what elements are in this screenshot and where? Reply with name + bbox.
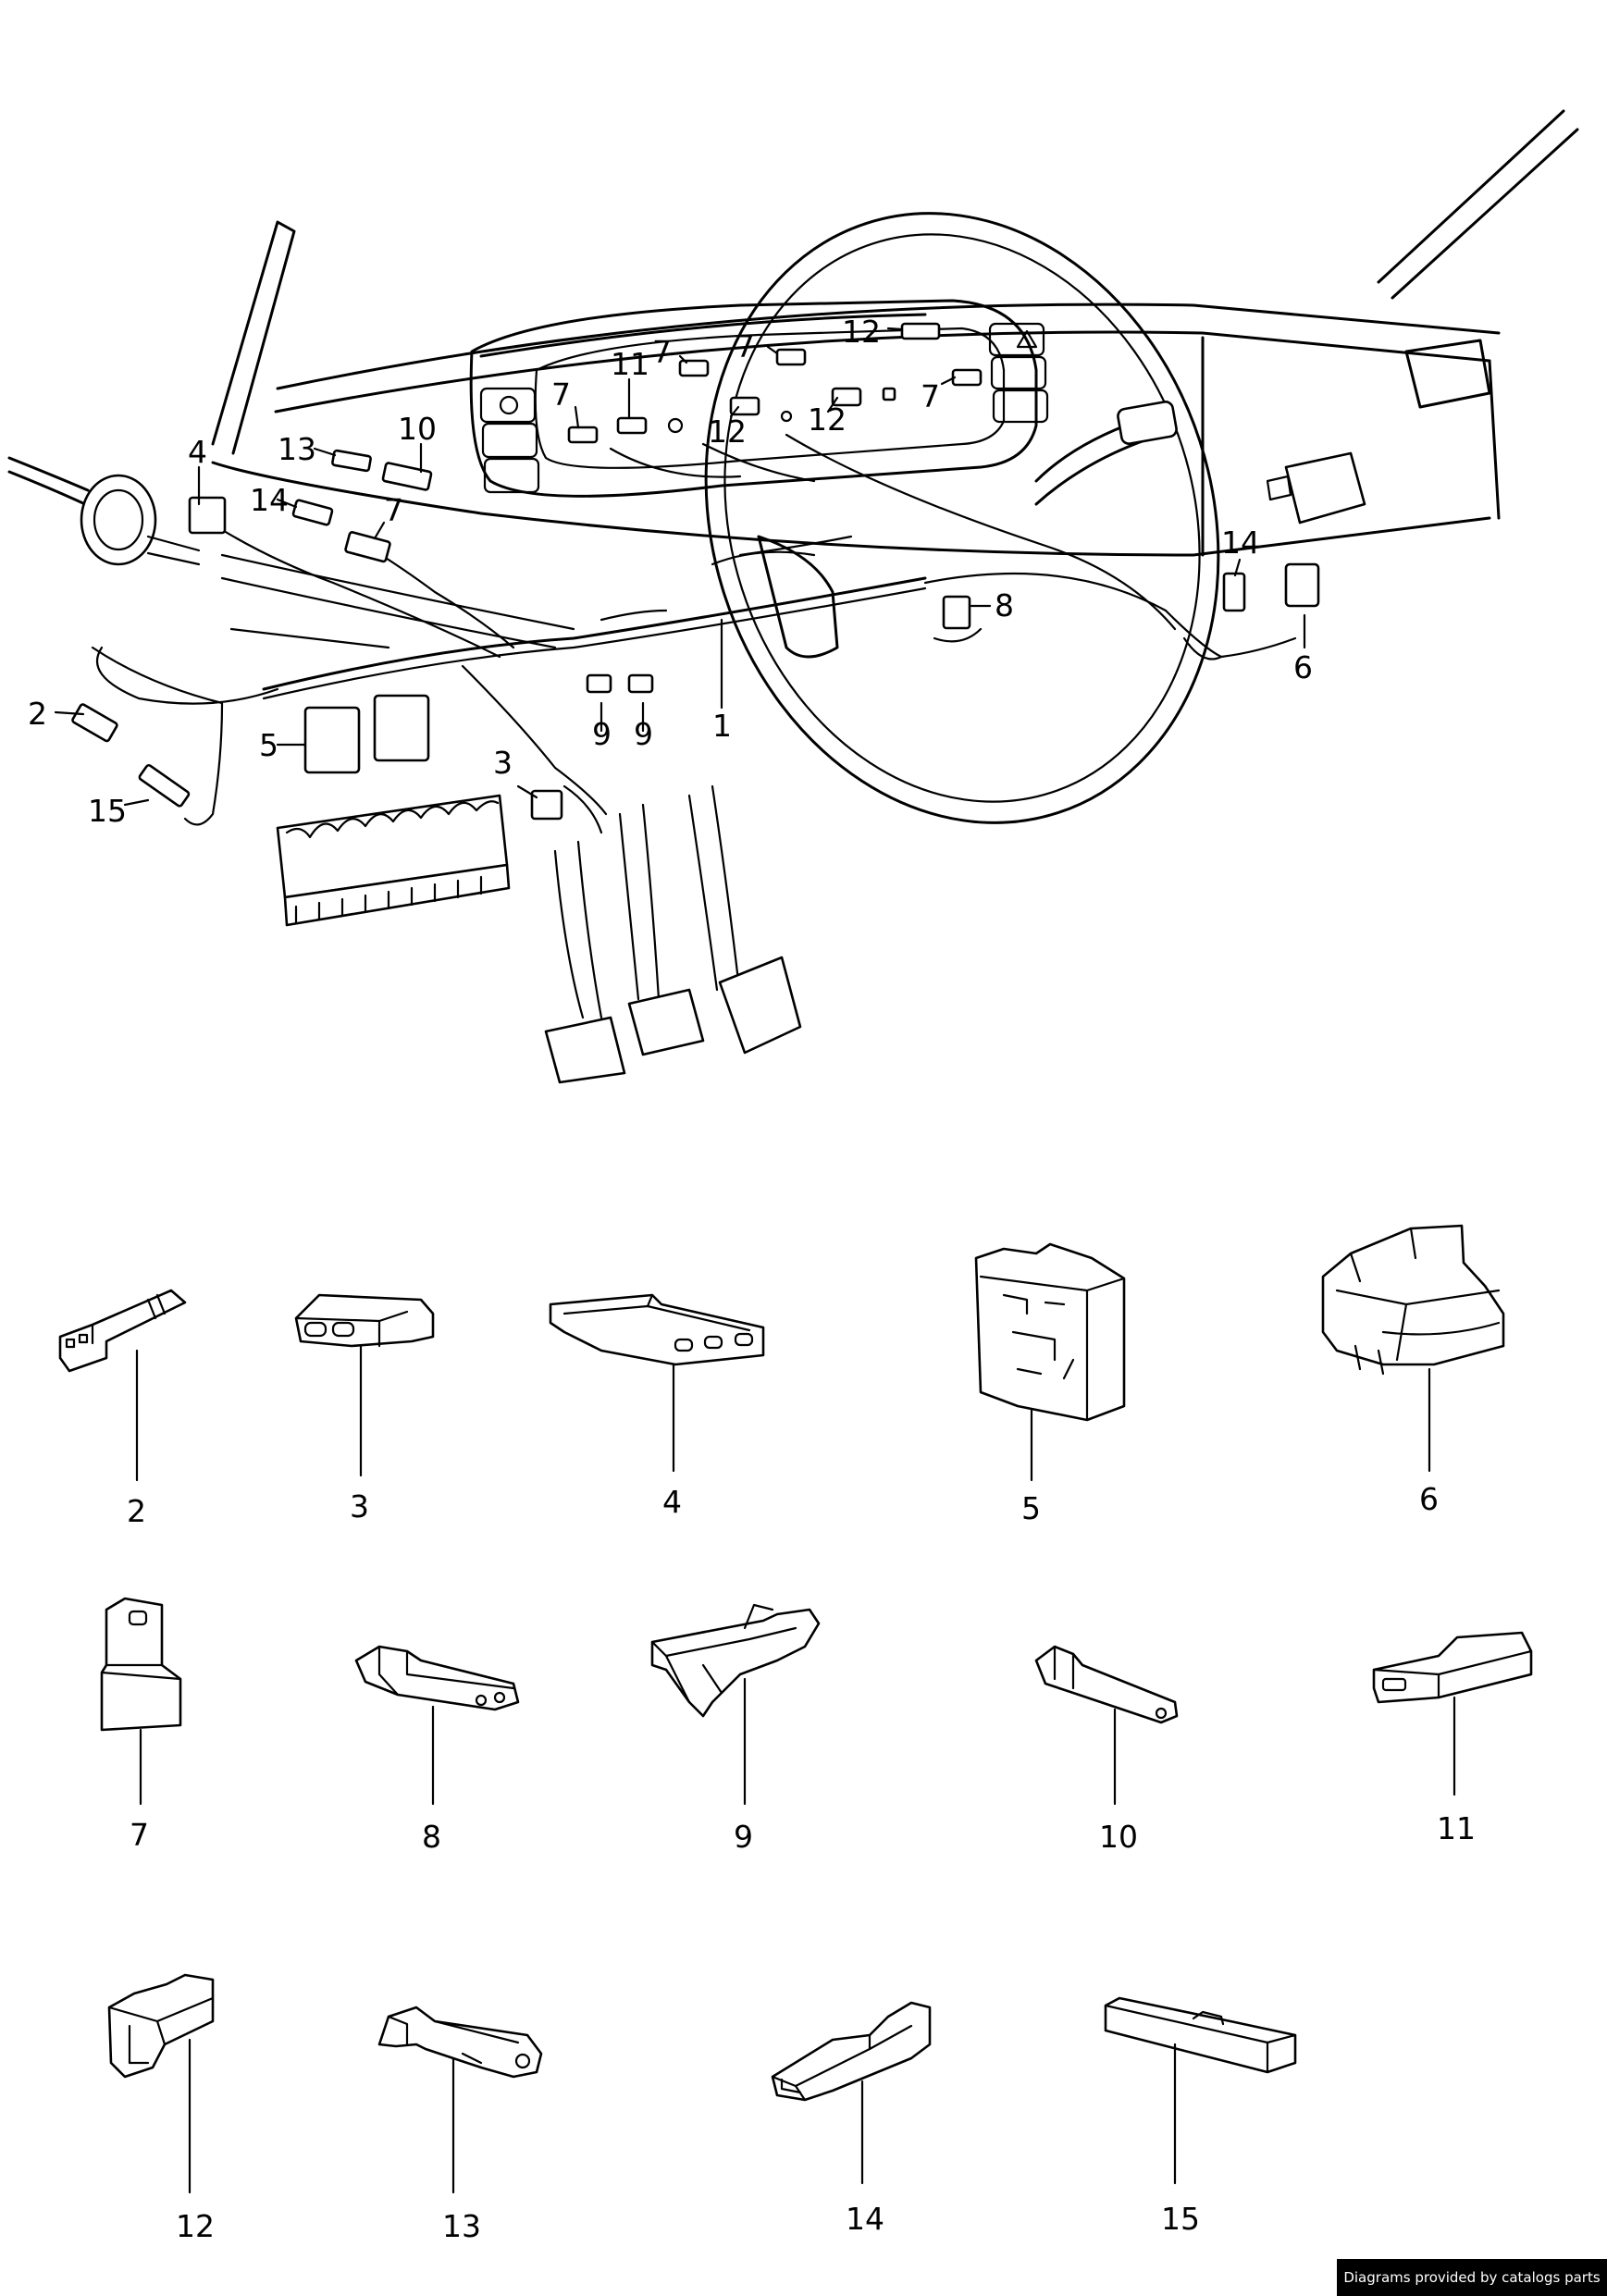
part-label: 5 (1021, 1490, 1041, 1526)
overview-label: 1 (712, 708, 732, 744)
right-switch-stack (988, 322, 1049, 424)
part-4-connector: 4 (549, 1293, 765, 1520)
overview-label: 10 (398, 411, 437, 447)
part-label: 3 (350, 1488, 369, 1524)
overview-label: 15 (88, 793, 127, 829)
part-15-bar: 15 (1104, 1996, 1297, 2237)
part-label: 15 (1161, 2201, 1200, 2237)
part-label: 7 (130, 1817, 149, 1853)
overview-label: 5 (259, 727, 278, 763)
overview-label: 7 (551, 376, 571, 413)
overview-label: 4 (188, 434, 207, 470)
part-14-connector: 14 (771, 2001, 932, 2237)
part-label: 4 (662, 1484, 682, 1520)
part-label: 14 (846, 2201, 884, 2237)
part-10-connector: 10 (1034, 1645, 1179, 1855)
overview-label: 6 (1293, 649, 1313, 685)
speedo-cable-gauge (7, 456, 201, 566)
part-9-bracket: 9 (650, 1603, 821, 1855)
part-label: 6 (1419, 1481, 1439, 1517)
overview-label: 12 (708, 414, 747, 450)
overview-label: 7 (736, 328, 755, 364)
overview-label: 8 (995, 587, 1014, 623)
overview-label: 13 (278, 431, 316, 467)
overview-label: 7 (921, 378, 940, 414)
overview-label: 3 (493, 745, 513, 781)
overview-label: 2 (28, 696, 47, 732)
part-label: 13 (442, 2208, 481, 2244)
part-8-connector: 8 (354, 1645, 520, 1855)
part-12-connector: 12 (107, 1973, 215, 2244)
part-label: 2 (127, 1493, 146, 1529)
part-label: 11 (1437, 1810, 1476, 1846)
overview-label: 14 (1221, 525, 1260, 561)
part-13-connector: 13 (377, 2006, 543, 2244)
dashboard-overview: 1 2 3 4 5 6 7 7 7 7 7 8 9 9 10 11 12 12 … (7, 109, 1579, 1084)
overview-leaders (54, 327, 1306, 807)
overview-label: 12 (808, 401, 847, 438)
overview-label: 12 (842, 314, 881, 350)
part-11-connector: 11 (1372, 1631, 1533, 1846)
part-label: 10 (1099, 1819, 1138, 1855)
part-label: 8 (422, 1819, 441, 1855)
overview-label: 9 (634, 716, 653, 752)
left-switch-stack (479, 387, 540, 494)
overview-label: 7 (652, 334, 672, 370)
diagram-credit-footer: Diagrams provided by catalogs parts (1337, 2259, 1607, 2296)
overview-label: 7 (384, 492, 403, 528)
part-label: 12 (176, 2208, 215, 2244)
fuse-relay-box (276, 794, 511, 927)
overview-label: 9 (592, 716, 612, 752)
part-5-relay-socket: 5 (974, 1242, 1126, 1526)
part-7-connector: 7 (100, 1597, 182, 1853)
overview-label-set: 1 2 3 4 5 6 7 7 7 7 7 8 9 9 10 11 12 12 … (28, 314, 1313, 829)
pedals (544, 784, 802, 1084)
overview-label: 14 (250, 482, 289, 518)
part-6-connector: 6 (1321, 1224, 1505, 1517)
overview-label: 11 (611, 346, 649, 382)
part-2-connector: 2 (58, 1289, 187, 1529)
part-label: 9 (734, 1819, 753, 1855)
part-3-connector: 3 (294, 1293, 435, 1524)
